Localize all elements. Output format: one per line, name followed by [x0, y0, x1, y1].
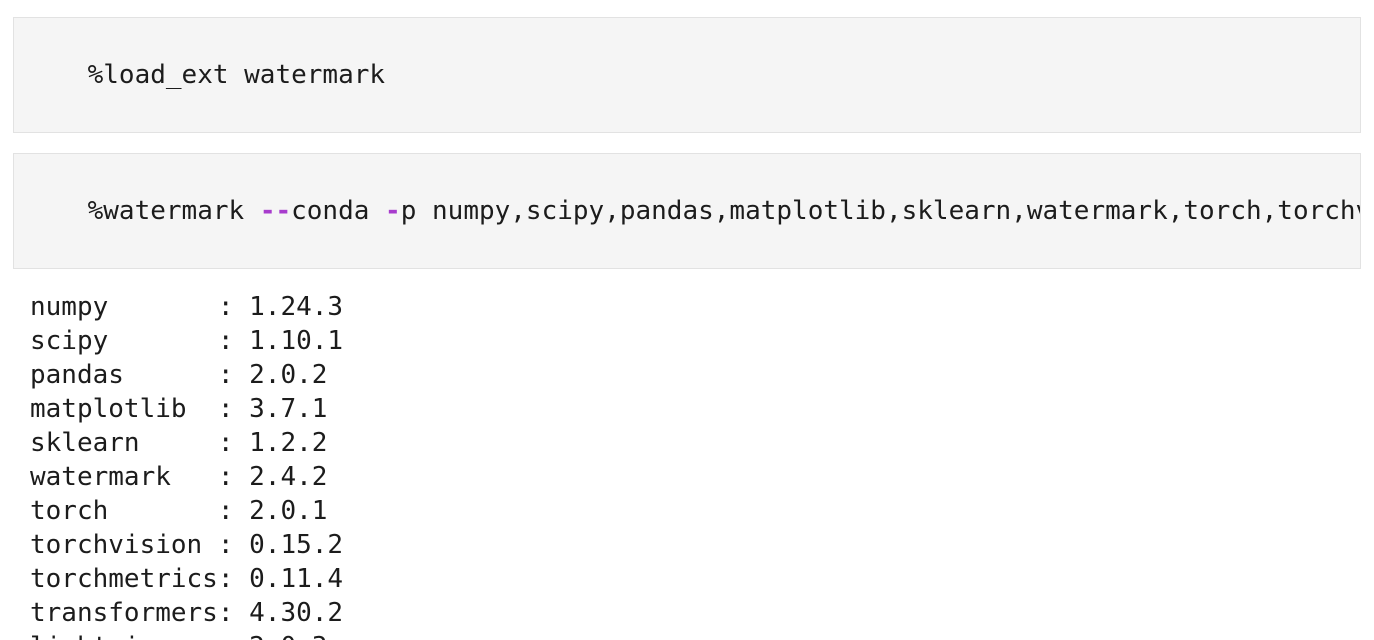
code-token: %watermark — [87, 196, 260, 226]
code-token: conda — [291, 196, 386, 226]
code-token: p numpy,scipy,pandas,matplotlib,sklearn,… — [400, 196, 1361, 226]
code-line-load-ext: %load_ext watermark — [88, 60, 385, 90]
code-cell-watermark[interactable]: %watermark --conda -p numpy,scipy,pandas… — [13, 153, 1361, 269]
flag-dash-token: - — [385, 196, 401, 226]
flag-dash-token: -- — [259, 196, 292, 226]
cell-output: numpy : 1.24.3 scipy : 1.10.1 pandas : 2… — [13, 289, 1361, 640]
code-line-watermark: %watermark --conda -p numpy,scipy,pandas… — [87, 196, 1361, 226]
code-token: %load_ext watermark — [87, 60, 386, 90]
code-cell-load-ext[interactable]: %load_ext watermark — [13, 17, 1361, 133]
watermark-output-text: numpy : 1.24.3 scipy : 1.10.1 pandas : 2… — [30, 292, 344, 640]
